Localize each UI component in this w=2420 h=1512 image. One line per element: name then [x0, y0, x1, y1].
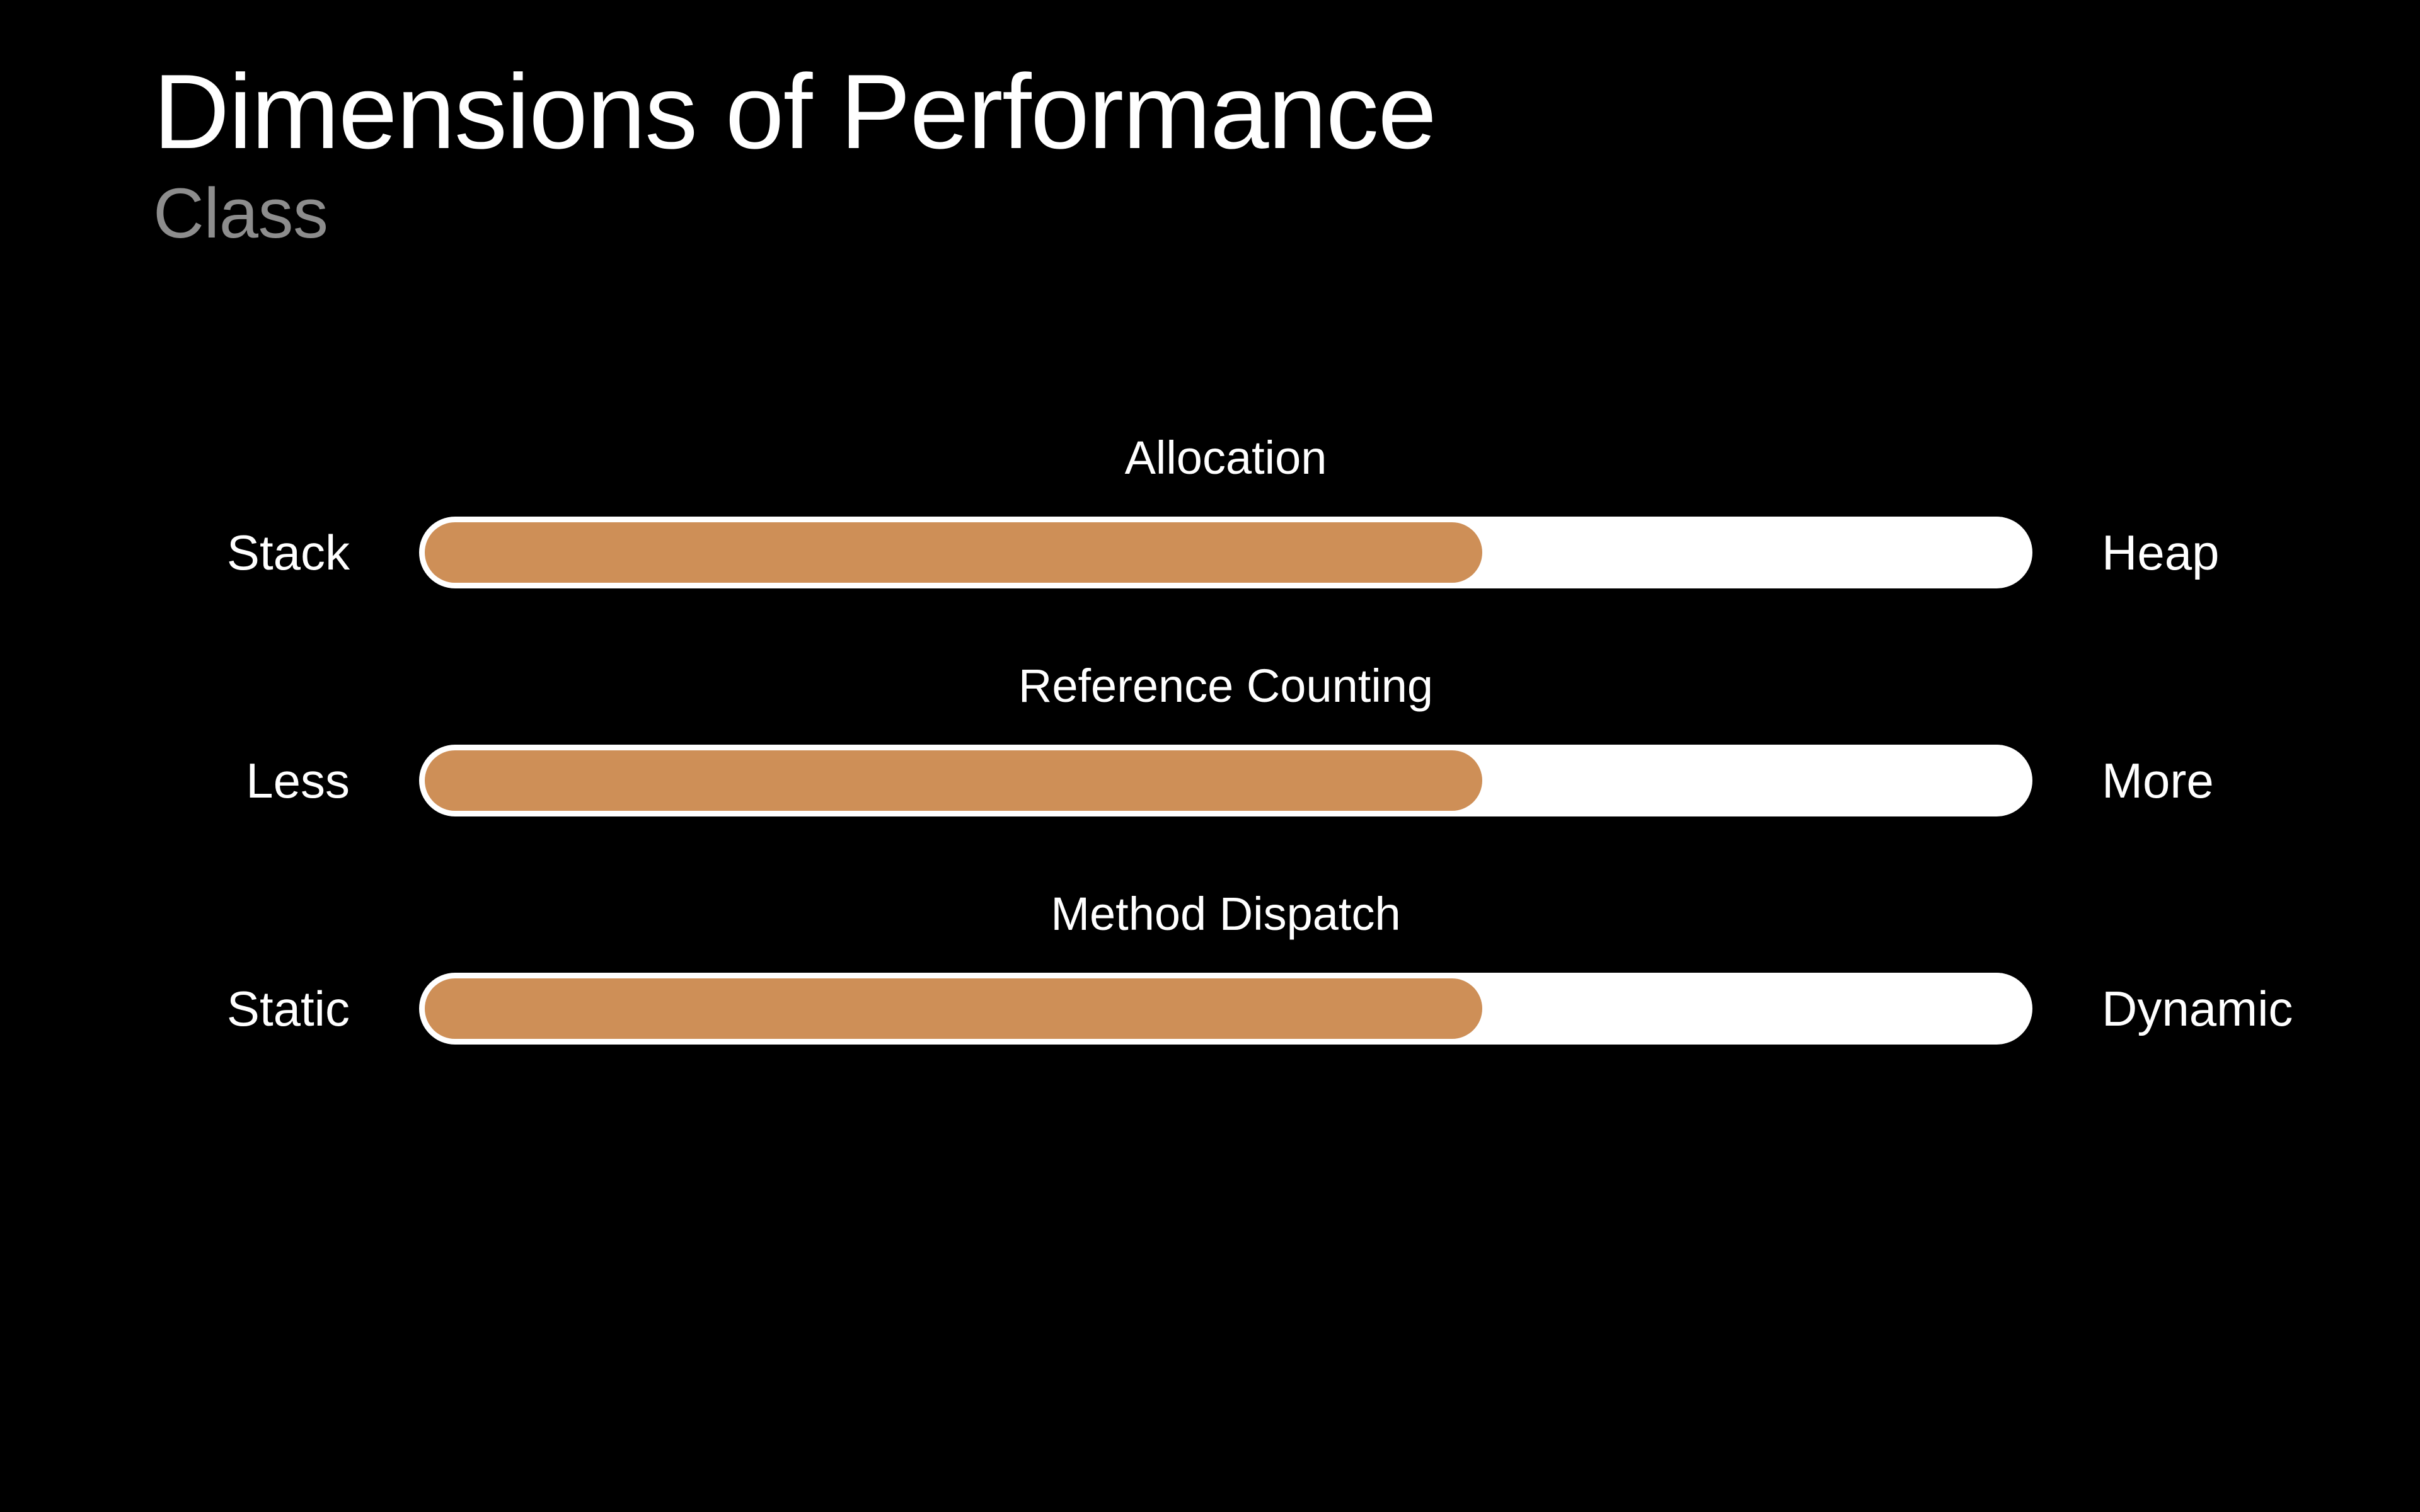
slider-left-label-reference-counting: Less: [246, 753, 350, 808]
slider-caption-method-dispatch: Method Dispatch: [1051, 888, 1401, 940]
slider-fill-allocation[interactable]: [425, 522, 1482, 583]
slider-track-allocation[interactable]: [419, 517, 2032, 588]
slider-method-dispatch: Static Dynamic: [0, 973, 2420, 1045]
slider-caption-reference-counting: Reference Counting: [1018, 660, 1434, 712]
slider-fill-method-dispatch[interactable]: [425, 978, 1482, 1039]
slider-reference-counting: Less More: [0, 745, 2420, 816]
slider-left-label-allocation: Stack: [226, 525, 350, 580]
slider-row-reference-counting: Reference Counting Less More: [0, 663, 2420, 891]
slider-fill-reference-counting[interactable]: [425, 750, 1482, 811]
slider-row-method-dispatch: Method Dispatch Static Dynamic: [0, 891, 2420, 1119]
slider-row-allocation: Allocation Stack Heap: [0, 435, 2420, 663]
slider-allocation: Stack Heap: [0, 517, 2420, 588]
page-subtitle: Class: [153, 174, 328, 253]
title-block: Dimensions of Performance Class: [153, 55, 2170, 251]
slider-right-label-allocation: Heap: [2102, 525, 2220, 580]
slider-left-label-method-dispatch: Static: [226, 981, 350, 1036]
page-title: Dimensions of Performance: [153, 52, 1437, 171]
slider-right-label-reference-counting: More: [2102, 753, 2214, 808]
slider-right-label-method-dispatch: Dynamic: [2102, 981, 2293, 1036]
slider-track-reference-counting[interactable]: [419, 745, 2032, 816]
slider-track-method-dispatch[interactable]: [419, 973, 2032, 1045]
slider-rows-group: Allocation Stack Heap Reference Counting…: [0, 435, 2420, 1119]
slider-caption-allocation: Allocation: [1124, 432, 1327, 484]
